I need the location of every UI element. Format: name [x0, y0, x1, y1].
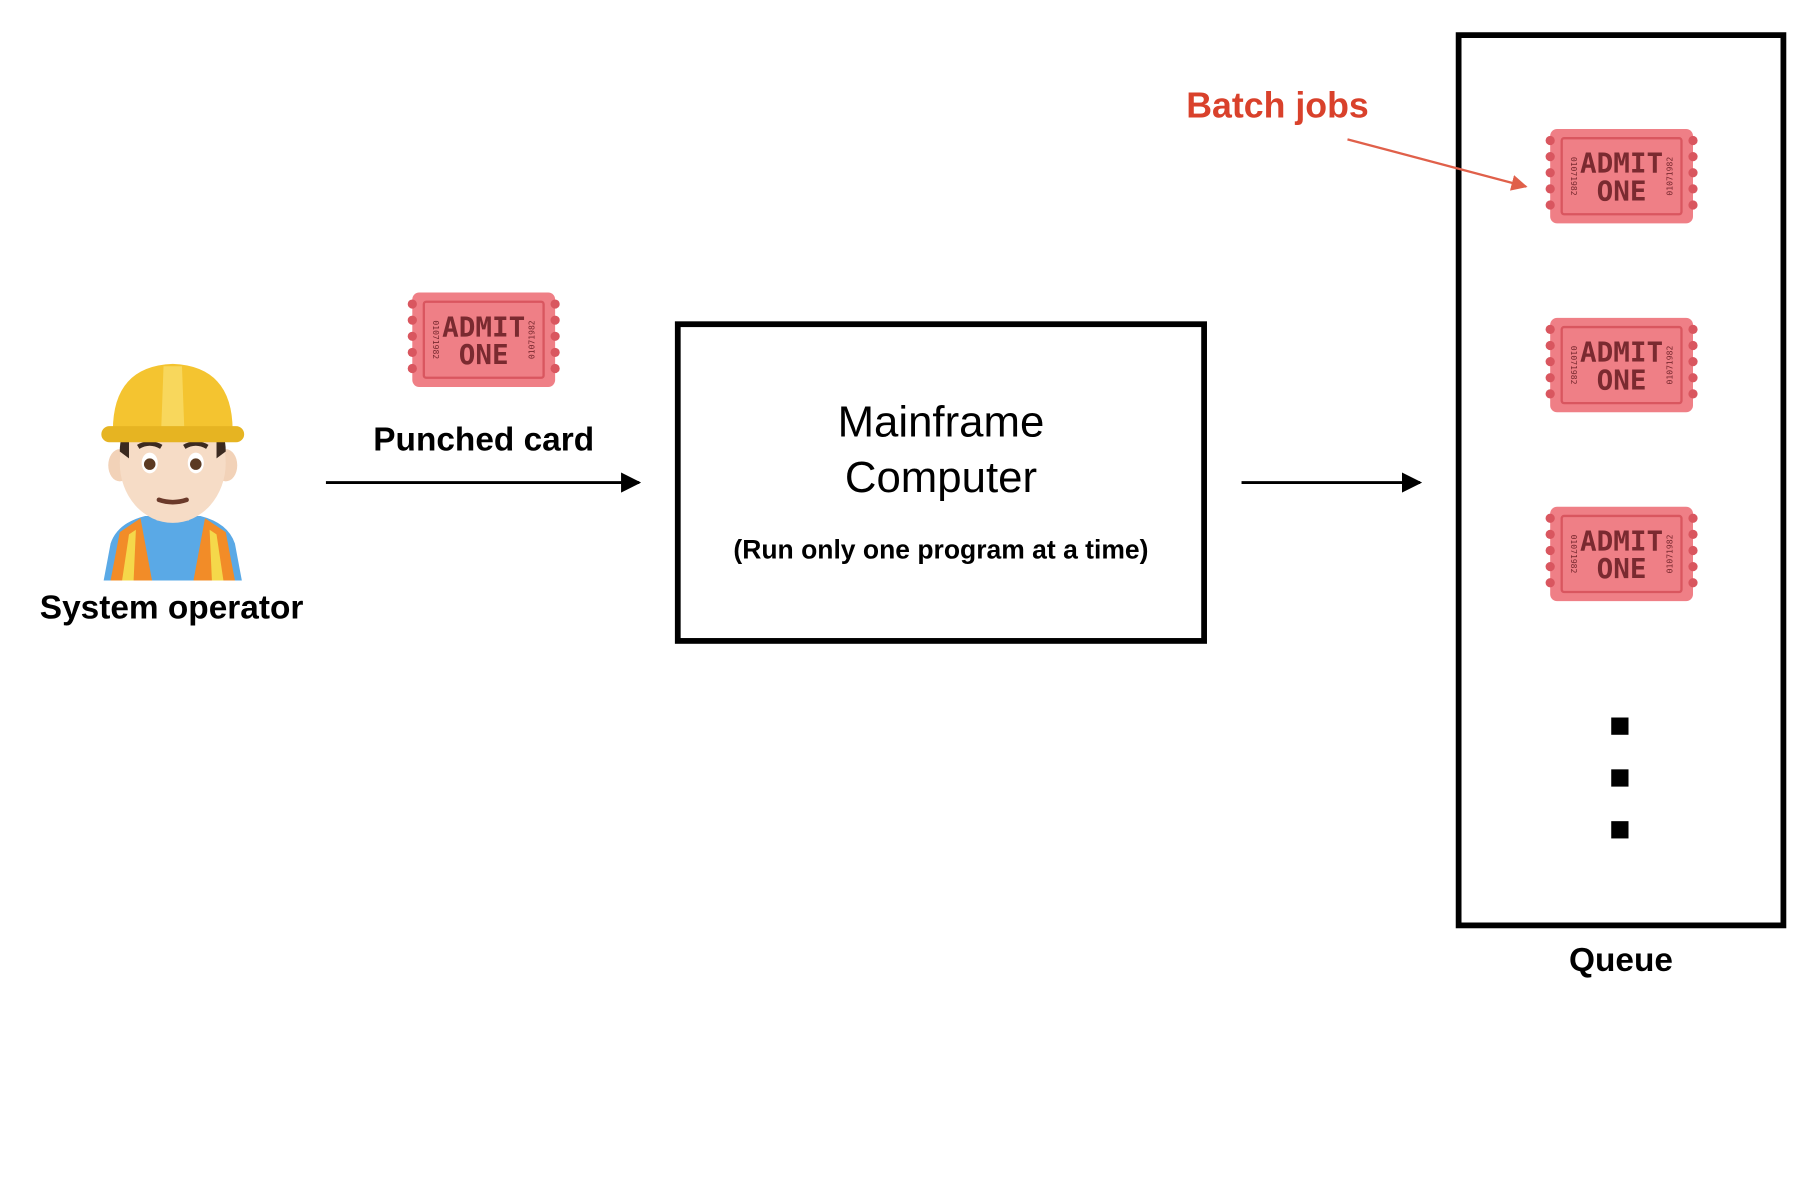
queue-ticket-2-line1: ADMIT [1580, 336, 1663, 369]
queue-ticket-3-serial-right: 01071982 [1665, 534, 1674, 573]
operator-label: System operator [39, 589, 304, 627]
mainframe-box [674, 321, 1207, 644]
mainframe-title-line2: Computer [844, 453, 1038, 503]
queue-ticket-icon-1: ADMIT ONE 01071982 01071982 [1545, 128, 1698, 224]
construction-worker-icon [101, 363, 245, 581]
mainframe-subtitle: (Run only one program at a time) [733, 534, 1149, 565]
queue-ticket-3-serial-left: 01071982 [1569, 535, 1578, 574]
queue-ticket-2-serial-right: 01071982 [1665, 346, 1674, 385]
queue-ellipsis-dot-2 [1611, 769, 1629, 787]
ticket-text-line1: ADMIT [442, 310, 525, 343]
queue-ticket-1-serial-right: 01071982 [1665, 157, 1674, 196]
ticket-text-line2: ONE [459, 338, 509, 371]
punched-card-ticket-icon: ADMIT ONE 01071982 01071982 [407, 292, 560, 387]
queue-ticket-icon-3: ADMIT ONE 01071982 01071982 [1545, 506, 1698, 602]
ticket-serial-right: 01071982 [527, 320, 536, 359]
queue-label: Queue [1569, 942, 1673, 979]
punched-card-label: Punched card [373, 421, 595, 459]
queue-ticket-3-line2: ONE [1597, 552, 1647, 585]
queue-ellipsis-dot-1 [1611, 717, 1629, 735]
mainframe-title-line1: Mainframe [837, 398, 1045, 447]
queue-ticket-2-line2: ONE [1597, 363, 1647, 396]
ticket-serial-left: 01071982 [431, 320, 440, 359]
queue-ellipsis-dot-3 [1611, 821, 1629, 839]
queue-ticket-2-serial-left: 01071982 [1569, 346, 1578, 385]
queue-ticket-1-serial-left: 01071982 [1569, 157, 1578, 196]
arrow-batch-jobs [1347, 138, 1528, 191]
queue-ticket-3-line1: ADMIT [1580, 525, 1663, 558]
queue-ticket-1-line1: ADMIT [1580, 147, 1663, 180]
queue-ticket-1-line2: ONE [1597, 174, 1647, 207]
batch-jobs-annotation: Batch jobs [1186, 85, 1369, 126]
queue-ticket-icon-2: ADMIT ONE 01071982 01071982 [1545, 317, 1698, 413]
